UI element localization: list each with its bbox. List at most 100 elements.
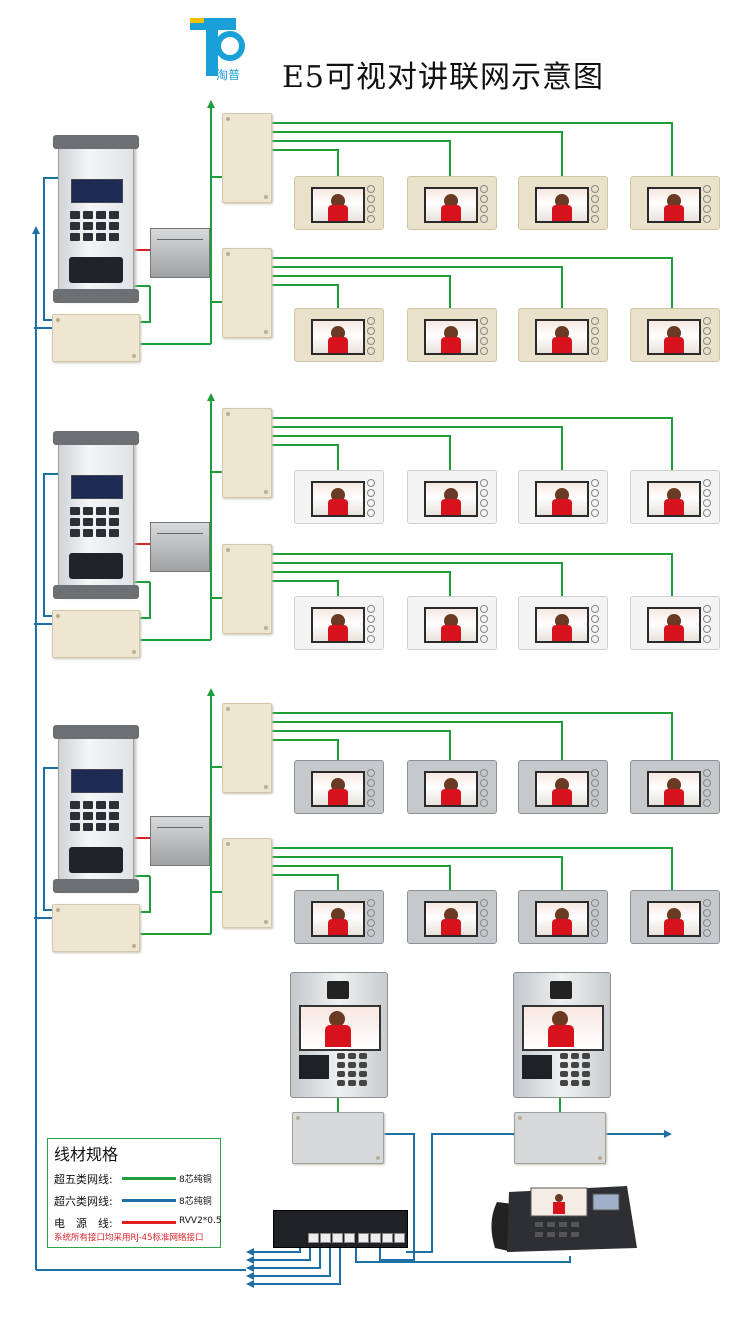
villa-junction-box-2	[514, 1112, 606, 1164]
indoor-monitor	[407, 890, 497, 944]
page-title: E5可视对讲联网示意图	[282, 60, 604, 95]
indoor-monitor	[630, 470, 720, 524]
legend-spec-cat5: 8芯纯铜	[179, 1175, 212, 1185]
arrow-right-icon	[664, 1130, 672, 1138]
cable	[252, 1246, 321, 1269]
indoor-monitor	[518, 596, 608, 650]
indoor-monitor	[630, 308, 720, 362]
distributor-box	[222, 248, 272, 338]
outdoor-panel-1	[53, 135, 139, 303]
indoor-monitor	[518, 890, 608, 944]
villa-door-station-2	[513, 972, 611, 1098]
monitor-cable	[270, 426, 563, 470]
monitor-cable	[270, 149, 339, 176]
power-supply-2	[150, 522, 210, 572]
monitor-cable	[270, 131, 563, 176]
monitor-cable	[270, 571, 451, 596]
monitor-cable	[270, 739, 339, 760]
distributor-box	[222, 113, 272, 203]
indoor-monitor	[407, 308, 497, 362]
villa-junction-box-1	[292, 1112, 384, 1164]
distributor-box	[222, 544, 272, 634]
indoor-monitor	[294, 176, 384, 230]
cable	[43, 177, 58, 321]
monitor-cable	[270, 856, 563, 890]
indoor-monitor	[630, 176, 720, 230]
legend-swatch-cat6	[122, 1199, 176, 1202]
distributor-box	[222, 703, 272, 793]
legend-spec-power: RVV2*0.5	[179, 1216, 222, 1226]
cable	[379, 1133, 415, 1261]
monitor-cable	[270, 712, 673, 760]
legend-label-power: 电 源 线:	[54, 1217, 113, 1230]
monitor-cable	[270, 865, 451, 890]
indoor-monitor	[294, 890, 384, 944]
indoor-monitor	[407, 176, 497, 230]
indoor-monitor	[294, 760, 384, 814]
indoor-monitor	[518, 308, 608, 362]
outdoor-panel-2	[53, 431, 139, 599]
monitor-cable	[270, 562, 563, 596]
indoor-monitor	[407, 760, 497, 814]
indoor-monitor	[518, 176, 608, 230]
monitor-cable	[270, 284, 339, 308]
indoor-monitor	[407, 470, 497, 524]
cable	[252, 1246, 311, 1261]
cable	[252, 1246, 301, 1253]
outdoor-panel-3	[53, 725, 139, 893]
junction-box-left-1	[52, 314, 140, 362]
monitor-cable	[270, 275, 451, 308]
indoor-monitor	[518, 760, 608, 814]
junction-box-left-2	[52, 610, 140, 658]
brand-logo-icon	[190, 18, 245, 76]
monitor-cable	[270, 417, 673, 470]
legend-title: 线材规格	[54, 1145, 119, 1164]
arrow-up-icon	[207, 100, 215, 108]
indoor-monitor	[518, 470, 608, 524]
indoor-monitor	[630, 890, 720, 944]
monitor-cable	[270, 874, 339, 890]
cable	[138, 876, 151, 913]
legend-swatch-power	[122, 1221, 176, 1224]
management-center-phone-icon	[491, 1186, 637, 1252]
arrow-left-icon	[246, 1248, 254, 1256]
indoor-monitor	[294, 470, 384, 524]
power-supply-1	[150, 228, 210, 278]
indoor-monitor	[294, 596, 384, 650]
villa-door-station-1	[290, 972, 388, 1098]
cable	[252, 1246, 341, 1285]
cable	[252, 1246, 331, 1277]
cable	[138, 582, 151, 619]
monitor-cable	[270, 266, 563, 308]
legend-label-cat6: 超六类网线:	[54, 1195, 113, 1208]
legend-spec-cat6: 8芯纯铜	[179, 1197, 212, 1207]
arrow-up-icon	[207, 688, 215, 696]
arrow-left-icon	[246, 1272, 254, 1280]
distributor-box	[222, 408, 272, 498]
monitor-cable	[270, 721, 563, 760]
indoor-monitor	[630, 760, 720, 814]
monitor-cable	[270, 847, 673, 890]
arrow-left-icon	[246, 1256, 254, 1264]
monitor-cable	[270, 730, 451, 760]
monitor-cable	[270, 553, 673, 596]
monitor-cable	[270, 122, 673, 176]
network-switch	[273, 1210, 408, 1248]
cable	[43, 767, 58, 911]
monitor-cable	[270, 435, 451, 470]
arrow-up-icon	[32, 226, 40, 234]
legend-swatch-cat5	[122, 1177, 176, 1180]
cable	[138, 286, 151, 323]
indoor-monitor	[407, 596, 497, 650]
monitor-cable	[270, 444, 339, 470]
cable	[43, 473, 58, 617]
monitor-cable	[270, 140, 451, 176]
power-supply-3	[150, 816, 210, 866]
cable-spec-legend: 线材规格 超五类网线: 8芯纯铜 超六类网线: 8芯纯铜 电 源 线: RVV2…	[47, 1138, 222, 1248]
monitor-cable	[270, 580, 339, 596]
indoor-monitor	[630, 596, 720, 650]
distributor-box	[222, 838, 272, 928]
logo-text: 淘普	[216, 68, 241, 82]
arrow-left-icon	[246, 1264, 254, 1272]
